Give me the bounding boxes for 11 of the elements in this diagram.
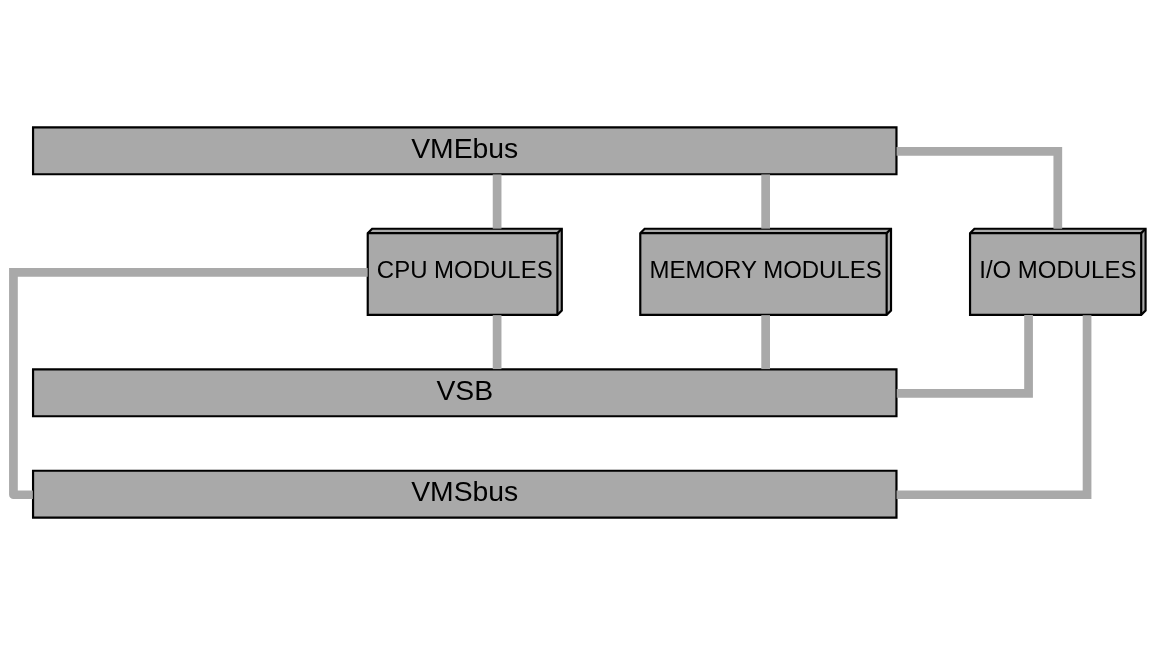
connector xyxy=(896,315,1033,398)
connector xyxy=(896,315,1092,500)
connector xyxy=(9,268,368,500)
connector xyxy=(492,315,502,370)
connector xyxy=(492,174,502,229)
node-box: VMSbus xyxy=(31,469,898,519)
connector xyxy=(761,315,770,370)
node-box: VSB xyxy=(31,368,898,418)
node-box: VMEbus xyxy=(31,126,898,176)
connector xyxy=(896,147,1063,229)
connector xyxy=(761,174,770,229)
